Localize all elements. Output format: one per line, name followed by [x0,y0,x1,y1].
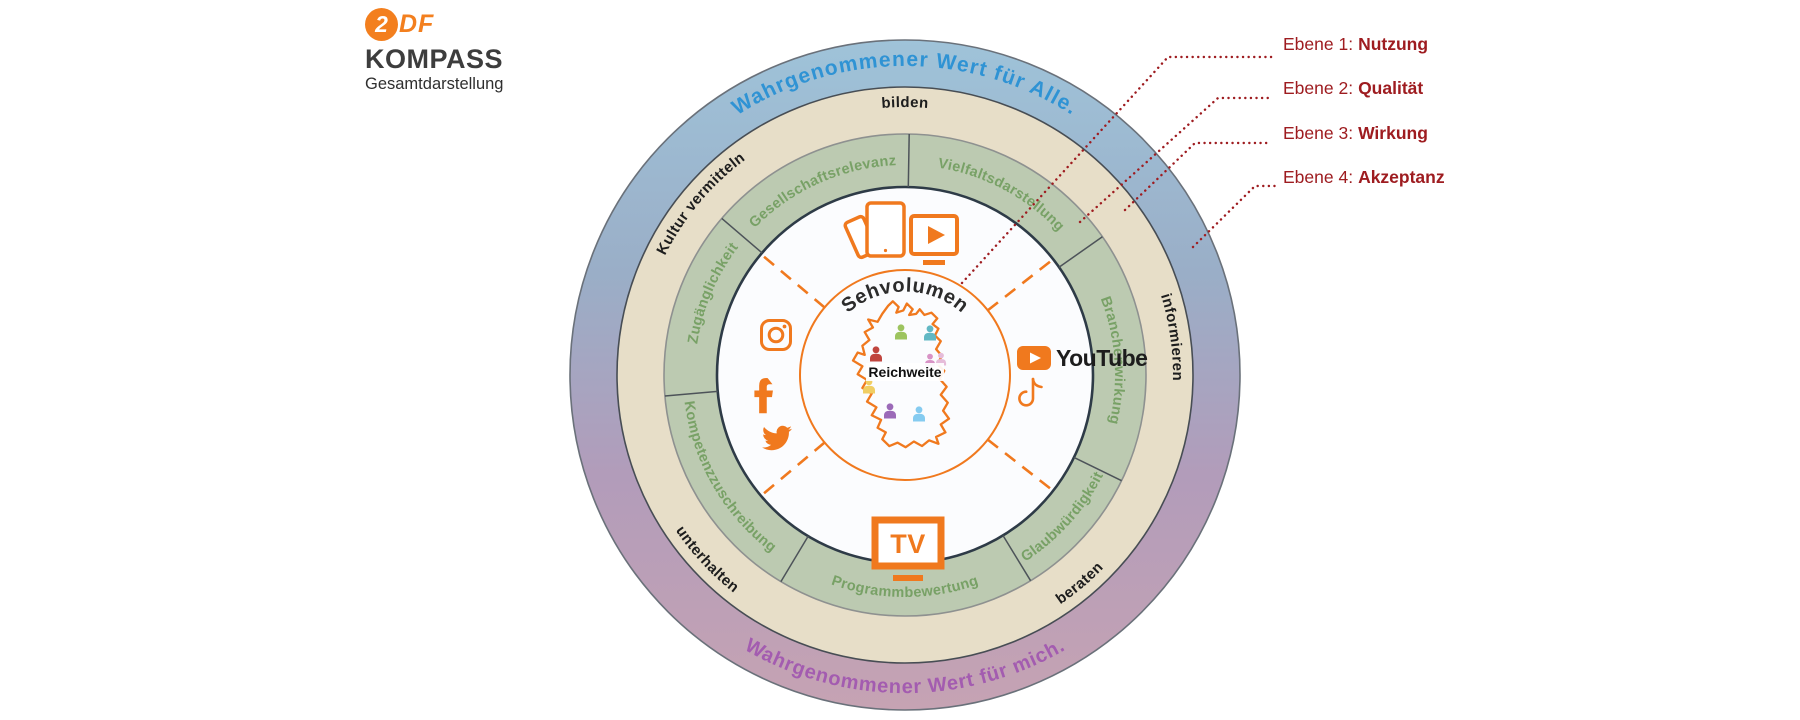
levels-legend: Ebene 1: Nutzung Ebene 2: Qualität Ebene… [1283,33,1445,211]
legend-label: Qualität [1358,78,1424,98]
instagram-icon [760,319,792,351]
legend-prefix: Ebene 1: [1283,33,1354,54]
zdf-logo-icon: 2 [365,7,398,41]
tan-label-bilden: bilden [881,94,929,112]
legend-connector-lines [960,55,1279,285]
tv-icon: TV [871,516,945,581]
legend-prefix: Ebene 2: [1283,78,1354,98]
twitter-icon [762,425,792,451]
legend-item-wirkung: Ebene 3: Wirkung [1283,122,1445,144]
video-player-icon [909,214,959,265]
legend-prefix: Ebene 3: [1283,122,1354,143]
reichweite-circle [799,269,1011,481]
legend-item-akzeptanz: Ebene 4: Akzeptanz [1283,167,1445,189]
svg-text:Reichweite: Reichweite [868,364,941,380]
devices-icon [843,201,906,260]
legend-label: Akzeptanz [1358,167,1445,187]
svg-text:TV: TV [890,529,926,559]
reichweite-label: Reichweite [866,363,944,381]
facebook-icon [754,378,773,414]
legend-prefix: Ebene 4: [1283,167,1354,187]
person-marker [924,325,936,341]
connector-ebene-1 [960,55,1274,285]
youtube-logo: YouTube [1017,345,1148,371]
tiktok-icon [1018,377,1043,407]
brand-block: 2 DF KOMPASS Gesamtdarstellung [365,6,585,93]
germany-map [851,300,951,449]
legend-label: Wirkung [1358,122,1428,143]
dashed-quadrant-lines [760,253,1054,497]
legend-item-qualitaet: Ebene 2: Qualität [1283,78,1445,100]
person-marker [870,346,882,362]
connector-ebene-4 [1191,184,1279,249]
legend-label: Nutzung [1358,33,1429,54]
person-marker [913,406,925,422]
legend-item-nutzung: Ebene 1: Nutzung [1283,33,1445,55]
zdf-logo-letters: DF [399,9,435,38]
svg-text:YouTube: YouTube [1056,345,1147,371]
page-subtitle: Gesamtdarstellung [365,75,504,93]
connector-ebene-2 [1078,96,1274,224]
page-title: KOMPASS [365,44,504,74]
person-marker [895,324,907,340]
person-marker [884,403,896,419]
connector-ebene-3 [1123,141,1272,212]
svg-text:bilden: bilden [881,94,929,112]
zdf-logo-numeral: 2 [375,10,388,37]
quality-segment-dividers [664,133,1122,582]
